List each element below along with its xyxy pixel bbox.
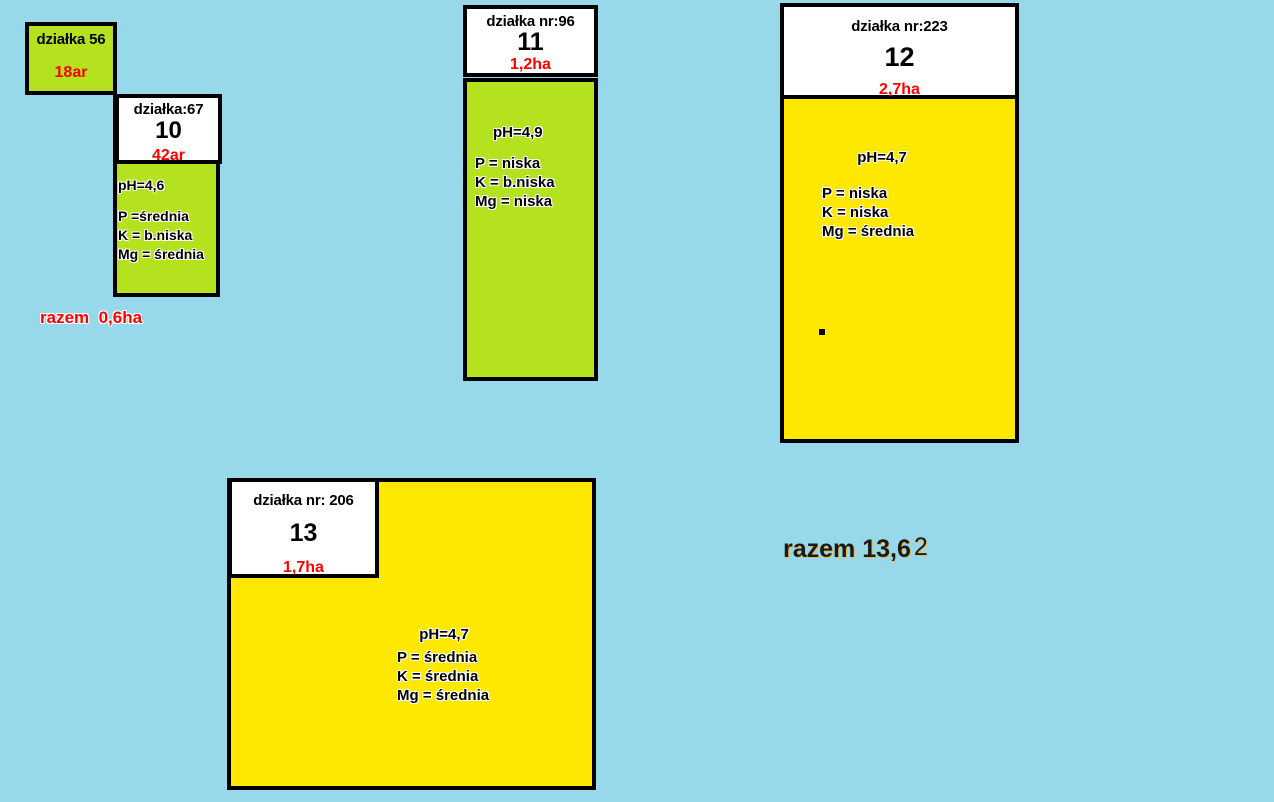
parcel-title-56: działka 56 bbox=[36, 31, 106, 48]
parcel-nutrient-mg-67: Mg = średnia bbox=[118, 246, 204, 262]
parcel-shape-96[interactable] bbox=[463, 78, 598, 381]
parcel-info-223: pH=4,7 P = niska K = niska Mg = średnia bbox=[822, 148, 914, 241]
parcel-label-96[interactable]: działka nr:96 11 1,2ha bbox=[463, 5, 598, 77]
parcel-shape-223[interactable] bbox=[780, 88, 1019, 443]
parcel-nutrient-k-223: K = niska bbox=[822, 204, 889, 221]
parcel-number-223: 12 bbox=[884, 42, 915, 72]
parcel-nutrient-mg-223: Mg = średnia bbox=[822, 223, 915, 240]
parcel-ph-223: pH=4,7 bbox=[857, 149, 907, 166]
total-left-label: razem bbox=[40, 308, 90, 327]
parcel-nutrient-k-96: K = b.niska bbox=[475, 174, 555, 191]
parcel-title-223: działka nr:223 bbox=[851, 18, 948, 35]
parcel-label-67[interactable]: działka:67 10 42ar bbox=[115, 94, 222, 164]
parcel-nutrient-p-96: P = niska bbox=[475, 155, 541, 172]
parcel-info-96: pH=4,9 P = niska K = b.niska Mg = niska bbox=[475, 123, 555, 211]
parcel-nutrient-mg-206: Mg = średnia bbox=[397, 687, 490, 704]
parcel-area-206: 1,7ha bbox=[283, 559, 324, 576]
parcel-info-67: pH=4,6 P =średnia K = b.niska Mg = średn… bbox=[118, 176, 204, 264]
total-right-suffix: 2 bbox=[913, 533, 928, 561]
parcel-title-206: działka nr: 206 bbox=[253, 492, 354, 509]
parcel-number-67: 10 bbox=[155, 117, 182, 144]
parcel-area-56: 18ar bbox=[54, 64, 88, 81]
parcel-ph-67: pH=4,6 bbox=[118, 177, 165, 193]
total-left: razem 0,6ha bbox=[40, 308, 142, 328]
parcel-area-223: 2,7ha bbox=[879, 81, 920, 98]
parcel-number-206: 13 bbox=[289, 519, 318, 547]
total-left-value: 0,6ha bbox=[98, 308, 143, 327]
parcel-nutrient-k-67: K = b.niska bbox=[118, 227, 193, 243]
parcel-label-56[interactable]: działka 56 18ar bbox=[25, 22, 117, 95]
map-dot-marker bbox=[819, 329, 825, 335]
parcel-title-96: działka nr:96 bbox=[486, 13, 575, 30]
total-right-label: razem bbox=[783, 535, 856, 563]
parcel-label-206[interactable]: działka nr: 206 13 1,7ha bbox=[228, 478, 379, 578]
parcel-nutrient-p-67: P =średnia bbox=[118, 208, 189, 224]
parcel-nutrient-mg-96: Mg = niska bbox=[475, 193, 553, 210]
parcel-nutrient-p-206: P = średnia bbox=[397, 649, 478, 666]
parcel-number-96: 11 bbox=[517, 28, 544, 56]
parcel-nutrient-k-206: K = średnia bbox=[397, 668, 479, 685]
parcel-title-67: działka:67 bbox=[133, 101, 204, 118]
parcel-ph-206: pH=4,7 bbox=[419, 626, 469, 643]
parcel-area-96: 1,2ha bbox=[510, 56, 551, 73]
parcel-label-223[interactable]: działka nr:223 12 2,7ha bbox=[780, 3, 1019, 99]
parcel-ph-96: pH=4,9 bbox=[493, 124, 543, 141]
parcel-info-206: pH=4,7 P = średnia K = średnia Mg = śred… bbox=[397, 625, 489, 705]
parcel-nutrient-p-223: P = niska bbox=[822, 185, 888, 202]
parcel-area-67: 42ar bbox=[152, 147, 185, 164]
total-right-value: 13,6 bbox=[862, 535, 911, 563]
parcel-shape-56[interactable] bbox=[25, 22, 117, 95]
